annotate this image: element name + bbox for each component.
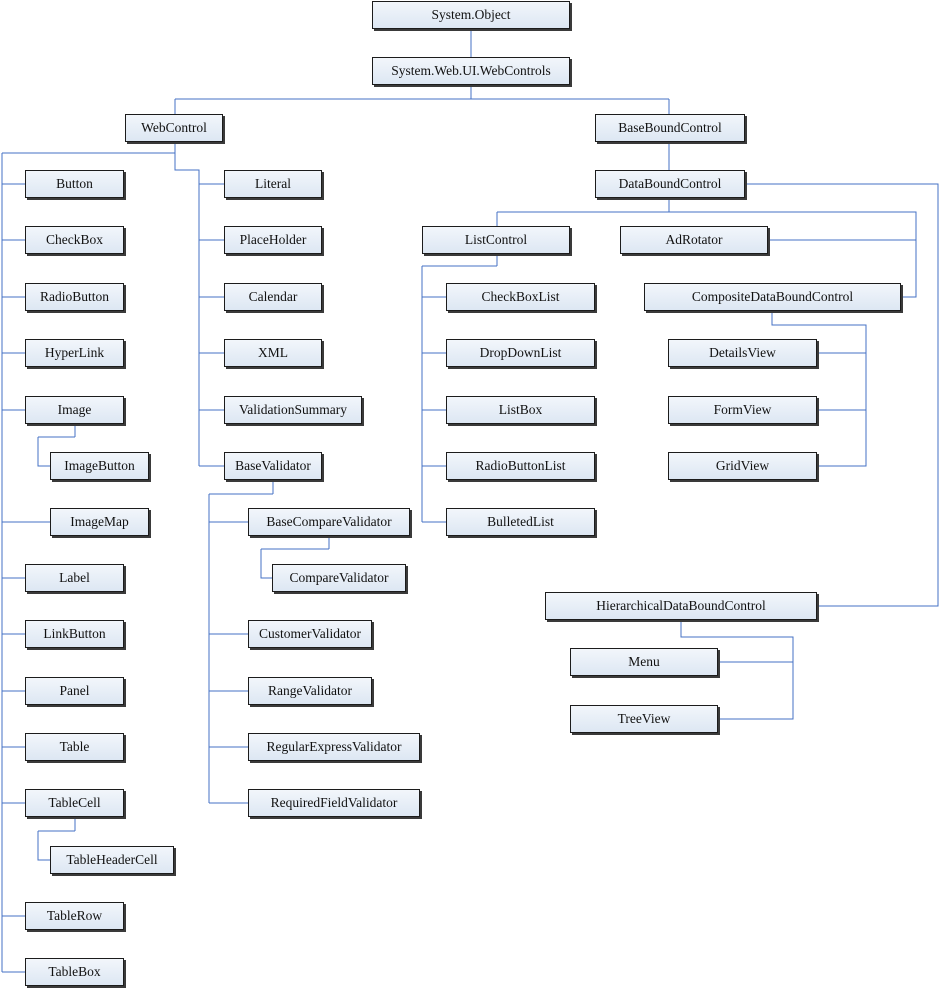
node-detailsview: DetailsView: [668, 339, 817, 367]
node-button: Button: [25, 170, 124, 198]
node-listbox: ListBox: [446, 396, 595, 424]
node-gridview: GridView: [668, 452, 817, 480]
node-imagemap: ImageMap: [50, 508, 149, 536]
node-checkbox: CheckBox: [25, 226, 124, 254]
node-table: Table: [25, 733, 124, 761]
node-regularexpressvalidator: RegularExpressValidator: [248, 733, 420, 761]
node-webcontrols-namespace: System.Web.UI.WebControls: [372, 57, 570, 85]
node-databoundcontrol: DataBoundControl: [595, 170, 745, 198]
node-hyperlink: HyperLink: [25, 339, 124, 367]
node-formview: FormView: [668, 396, 817, 424]
node-baseboundcontrol: BaseBoundControl: [595, 114, 745, 142]
node-linkbutton: LinkButton: [25, 620, 124, 648]
node-customervalidator: CustomerValidator: [248, 620, 372, 648]
node-calendar: Calendar: [224, 283, 322, 311]
node-system-object: System.Object: [372, 1, 570, 29]
node-radiobuttonlist: RadioButtonList: [446, 452, 595, 480]
node-image: Image: [25, 396, 124, 424]
node-checkboxlist: CheckBoxList: [446, 283, 595, 311]
node-validationsummary: ValidationSummary: [224, 396, 362, 424]
node-xml: XML: [224, 339, 322, 367]
node-tablebox: TableBox: [25, 958, 124, 986]
node-placeholder: PlaceHolder: [224, 226, 322, 254]
node-hierarchicaldataboundcontrol: HierarchicalDataBoundControl: [545, 592, 817, 620]
node-webcontrol: WebControl: [125, 114, 223, 142]
node-label: Label: [25, 564, 124, 592]
node-tablecell: TableCell: [25, 789, 124, 817]
node-tableheadercell: TableHeaderCell: [50, 846, 174, 874]
node-adrotator: AdRotator: [620, 226, 768, 254]
node-compositedataboundcontrol: CompositeDataBoundControl: [644, 283, 901, 311]
node-menu: Menu: [570, 648, 718, 676]
node-comparevalidator: CompareValidator: [272, 564, 406, 592]
node-panel: Panel: [25, 677, 124, 705]
node-rangevalidator: RangeValidator: [248, 677, 372, 705]
node-listcontrol: ListControl: [422, 226, 570, 254]
node-bulletedlist: BulletedList: [446, 508, 595, 536]
node-basevalidator: BaseValidator: [224, 452, 322, 480]
node-treeview: TreeView: [570, 705, 718, 733]
node-basecomparevalidator: BaseCompareValidator: [248, 508, 410, 536]
node-literal: Literal: [224, 170, 322, 198]
node-radiobutton: RadioButton: [25, 283, 124, 311]
node-imagebutton: ImageButton: [50, 452, 149, 480]
node-tablerow: TableRow: [25, 902, 124, 930]
node-requiredfieldvalidator: RequiredFieldValidator: [248, 789, 420, 817]
node-dropdownlist: DropDownList: [446, 339, 595, 367]
